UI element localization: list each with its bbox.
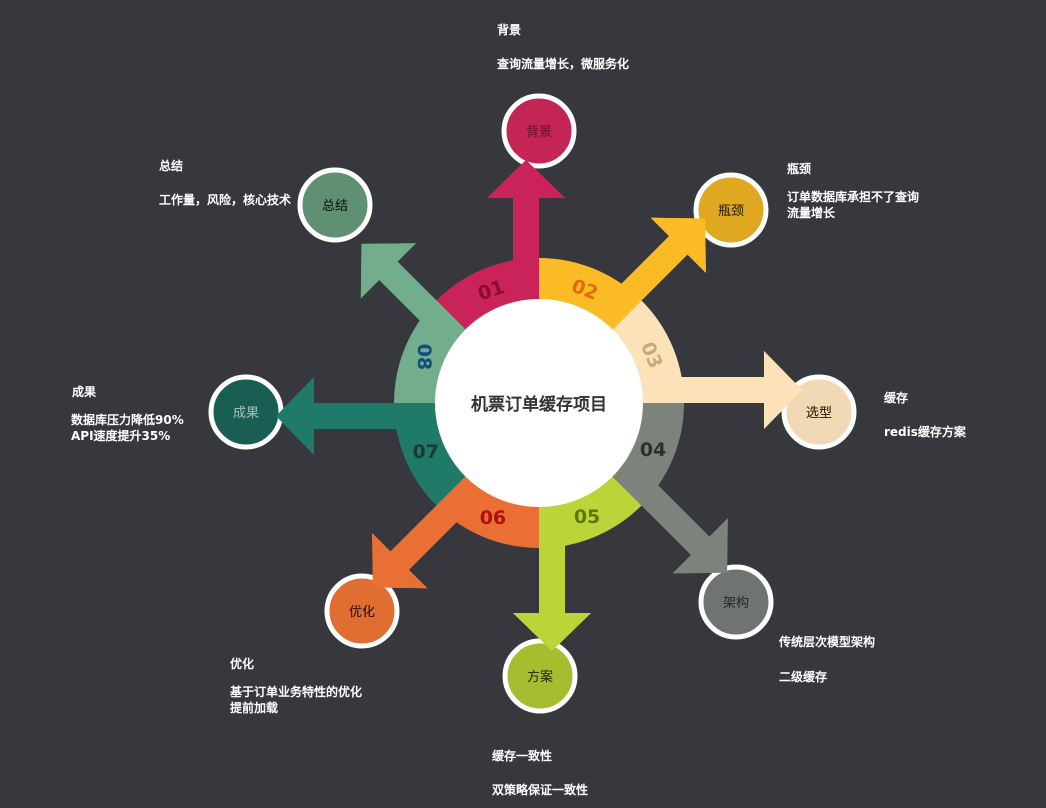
segment-number-06: 06 — [480, 507, 506, 529]
node-text-08: 总结 工作量，风险，核心技术 — [159, 158, 291, 208]
node-desc: 工作量，风险，核心技术 — [159, 193, 292, 207]
node-circle-06[interactable] — [324, 573, 400, 649]
segment-number-04: 04 — [640, 439, 666, 461]
node-label-02: 瓶颈 — [718, 204, 744, 219]
node-label-06: 优化 — [349, 605, 375, 620]
node-title: 缓存 — [884, 391, 909, 405]
node-label-top-06: 优化 — [349, 605, 375, 620]
node-text-05: 缓存一致性 双策略保证一致性 — [492, 748, 588, 798]
node-circle-08[interactable] — [297, 167, 373, 243]
node-title: 背景 — [497, 23, 522, 37]
node-title: 瓶颈 — [787, 162, 812, 176]
node-desc: redis缓存方案 — [884, 425, 966, 439]
node-label-01: 背景 — [526, 125, 552, 140]
segment-number-07: 07 — [413, 441, 439, 463]
node-desc: 流量增长 — [787, 206, 836, 220]
node-circle-03[interactable] — [781, 374, 857, 450]
node-desc: 数据库压力降低90% — [71, 413, 184, 427]
node-desc: 提前加载 — [230, 701, 279, 715]
node-label-08: 总结 — [322, 199, 348, 214]
node-label-top-07: 成果 — [233, 406, 259, 421]
segment-number-08: 08 — [413, 344, 435, 370]
node-label-top-01: 背景 — [526, 125, 552, 140]
node-title: 优化 — [230, 657, 255, 671]
node-text-06: 优化 基于订单业务特性的优化 提前加载 — [230, 656, 362, 716]
arrow-icon-08 — [360, 243, 476, 358]
node-circle-04[interactable] — [698, 564, 774, 640]
node-label-07: 成果 — [233, 406, 259, 421]
node-text-04: 传统层次模型架构 二级缓存 — [779, 634, 875, 685]
arrow-icon-05 — [513, 493, 591, 651]
arrow-icon-07 — [276, 377, 449, 455]
arrow-icon-04 — [602, 448, 728, 574]
node-text-01: 背景 查询流量增长，微服务化 — [497, 22, 629, 72]
node-circle-02[interactable] — [693, 172, 769, 248]
node-desc: 查询流量增长，微服务化 — [497, 57, 630, 71]
node-desc: 订单数据库承担不了查询 — [787, 190, 920, 204]
node-desc: 双策略保证一致性 — [492, 783, 589, 797]
node-label-05: 方案 — [527, 669, 553, 685]
node-title: 总结 — [159, 159, 184, 173]
node-circle-05[interactable] — [502, 638, 578, 714]
node-desc: API速度提升35% — [71, 429, 171, 443]
node-desc: 基于订单业务特性的优化 — [230, 685, 363, 699]
arrow-icon-02 — [584, 217, 706, 340]
segment-number-05: 05 — [574, 506, 600, 528]
node-label-top-03: 选型 — [806, 406, 832, 421]
node-text-03: 缓存 redis缓存方案 — [884, 390, 966, 440]
node-title: 缓存一致性 — [492, 749, 553, 763]
center-circle — [435, 299, 643, 507]
node-label-03: 选型 — [806, 406, 832, 421]
node-text-02: 瓶颈 订单数据库承担不了查询 流量增长 — [787, 161, 919, 221]
center-title: 机票订单缓存项目 — [471, 394, 607, 415]
node-label-top-02: 瓶颈 — [718, 204, 744, 219]
node-title: 成果 — [72, 385, 97, 399]
node-circle-01[interactable] — [501, 93, 577, 169]
node-label-top-05: 方案 — [527, 669, 553, 685]
arrow-icon-03 — [629, 351, 802, 429]
node-desc: 二级缓存 — [779, 670, 828, 684]
node-text-07: 成果 数据库压力降低90% API速度提升35% — [71, 384, 184, 444]
node-label-04: 架构 — [723, 596, 749, 611]
node-label-top-08: 总结 — [322, 199, 348, 214]
node-desc: 传统层次模型架构 — [779, 635, 876, 649]
arrow-icon-06 — [372, 466, 494, 589]
node-label-top-04: 架构 — [723, 596, 749, 611]
arrow-icon-01 — [487, 160, 565, 313]
